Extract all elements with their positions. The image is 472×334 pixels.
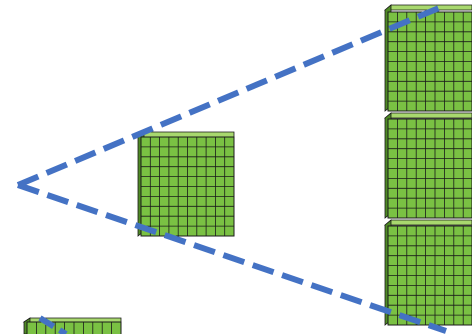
hundred-flat-center (138, 132, 234, 236)
hundred-flat-bottom-right (385, 220, 472, 325)
flat-top-face (138, 132, 234, 137)
hundred-flat-top-right (385, 5, 472, 111)
rod-top-face (24, 318, 121, 322)
flat-top-face (385, 220, 472, 225)
flat-top-face (385, 113, 472, 118)
hundred-flat-middle-right (385, 113, 472, 218)
